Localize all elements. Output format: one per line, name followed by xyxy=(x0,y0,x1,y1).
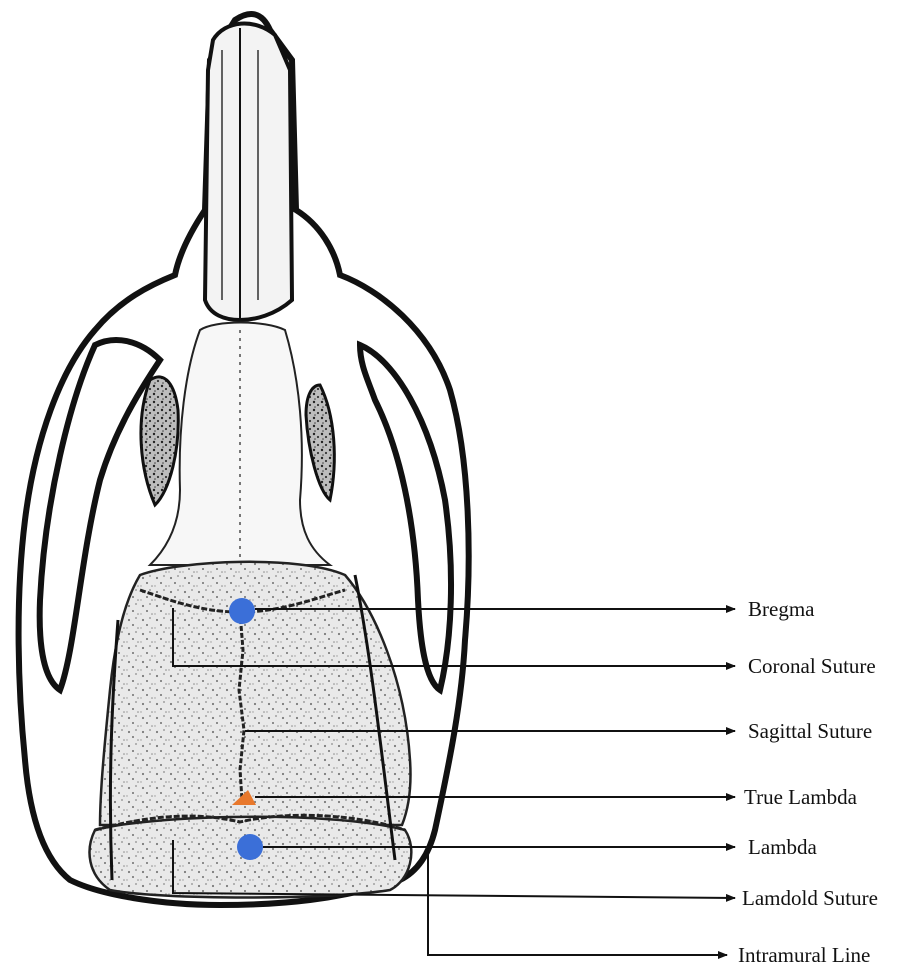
bregma-label: Bregma xyxy=(748,597,815,621)
parietal-bones xyxy=(100,562,411,825)
nasal-bones xyxy=(205,24,292,320)
bregma-marker xyxy=(229,598,255,624)
intramural-leader xyxy=(428,850,727,955)
sagittal-suture-label: Sagittal Suture xyxy=(748,719,872,743)
lamdoid-suture-label: Lamdold Suture xyxy=(742,886,878,910)
lambda-label: Lambda xyxy=(748,835,817,859)
lambda-marker xyxy=(237,834,263,860)
true-lambda-label: True Lambda xyxy=(744,785,858,809)
skull-illustration xyxy=(19,14,469,905)
intramural-line-label: Intramural Line xyxy=(738,943,870,967)
coronal-suture-label: Coronal Suture xyxy=(748,654,876,678)
